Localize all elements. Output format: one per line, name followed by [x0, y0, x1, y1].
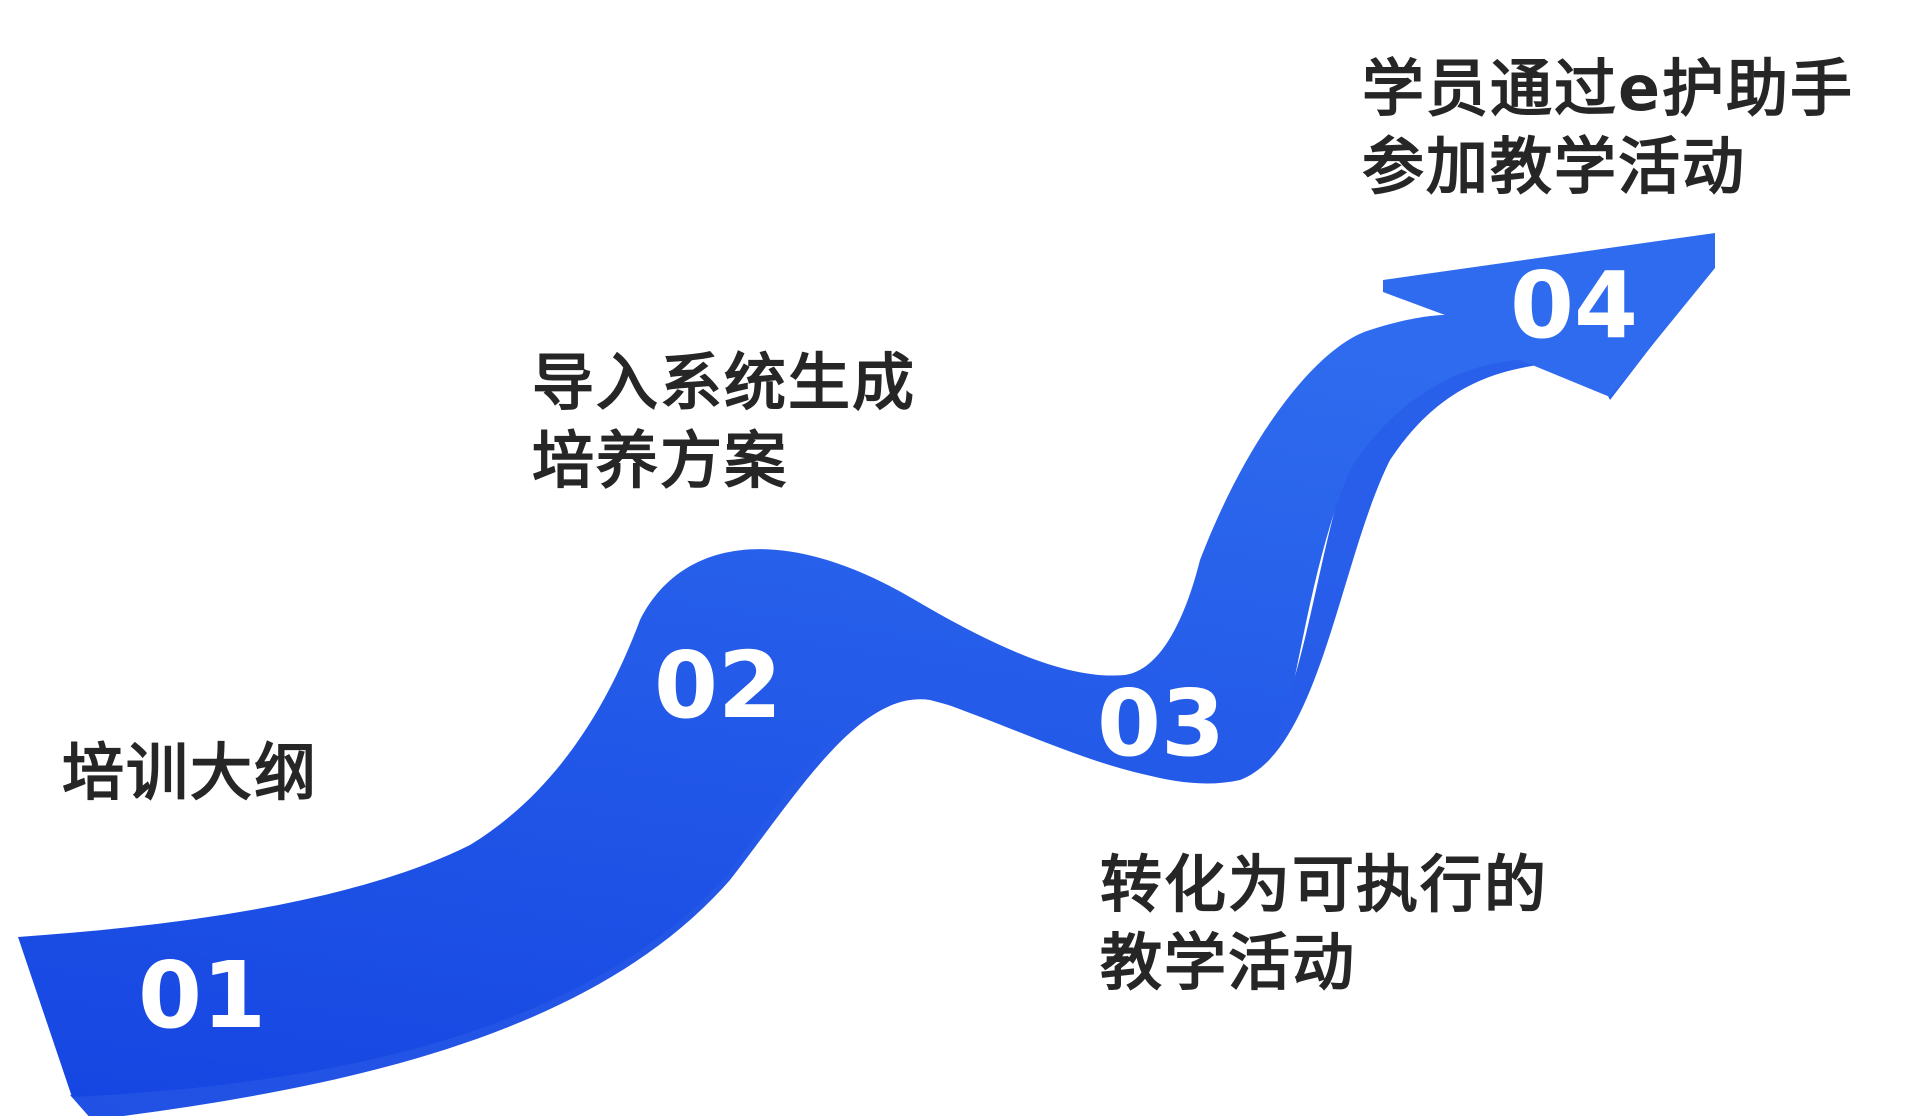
- step-label-3: 转化为可执行的 教学活动: [1100, 846, 1548, 1002]
- step-label-2-line-1: 导入系统生成: [532, 346, 917, 419]
- step-number-1: 01: [138, 942, 267, 1049]
- step-label-3-line-1: 转化为可执行的: [1100, 848, 1549, 921]
- step-label-1: 培训大纲: [62, 734, 318, 812]
- step-number-2: 02: [654, 632, 783, 739]
- step-number-4: 04: [1510, 252, 1639, 359]
- step-label-4-line-1: 学员通过e护助手: [1362, 52, 1855, 125]
- step-label-2-line-2: 培养方案: [532, 424, 789, 497]
- ribbon-front-face: [18, 233, 1715, 1097]
- step-label-4: 学员通过e护助手 参加教学活动: [1362, 50, 1854, 206]
- step-label-4-line-2: 参加教学活动: [1362, 130, 1747, 203]
- step-number-3: 03: [1097, 670, 1226, 777]
- step-label-3-line-2: 教学活动: [1100, 926, 1357, 999]
- step-label-1-line-1: 培训大纲: [62, 736, 319, 809]
- step-label-2: 导入系统生成 培养方案: [532, 344, 916, 500]
